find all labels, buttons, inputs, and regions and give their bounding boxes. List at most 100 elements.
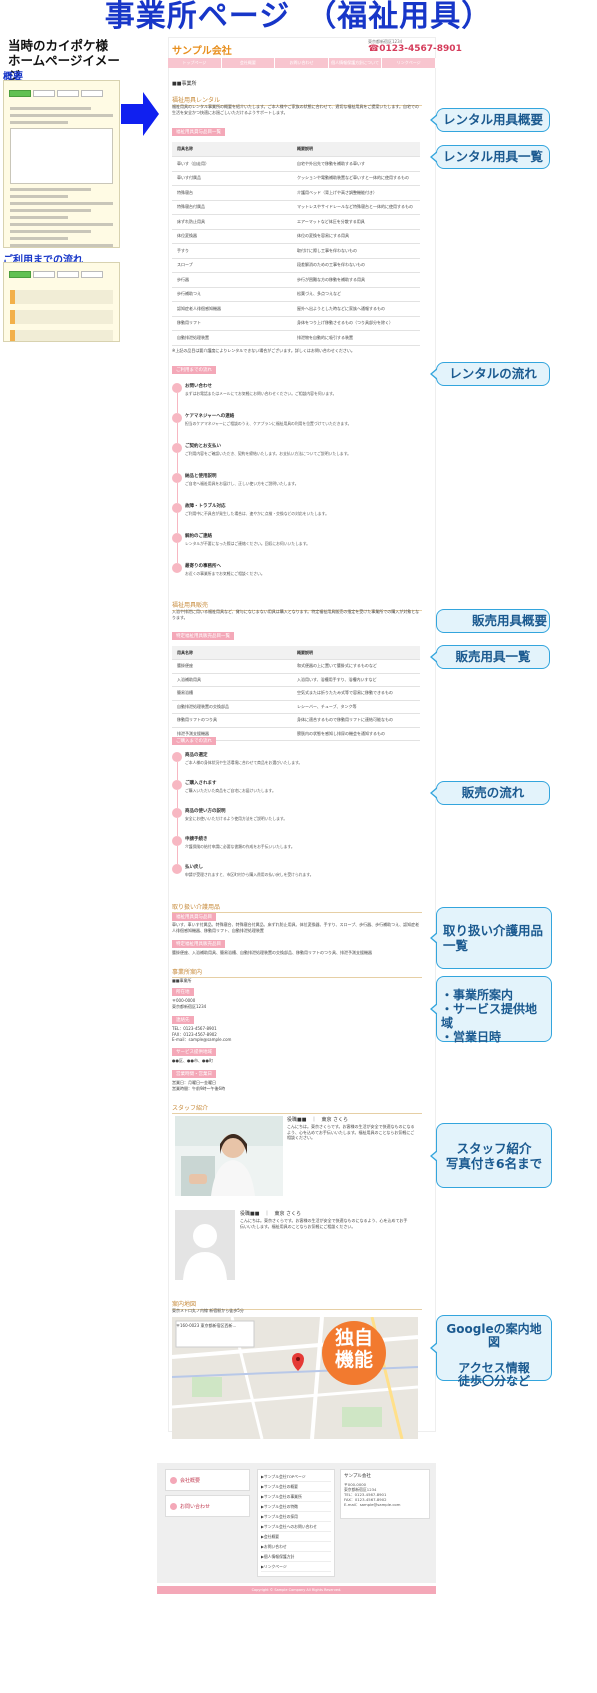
cell-desc: 身体に適合するもので移動用リフトに連結可能なもの	[292, 713, 420, 728]
staff2-name: 東京 さくら	[274, 1211, 302, 1217]
flow-step-desc: ご自宅へ福祉用具をお届けし、正しい使い方をご説明いたします。	[185, 481, 299, 486]
table-row: 床ずれ防止用具エアーマットなど体圧を分散する用具	[172, 214, 420, 230]
callout-sales-list: 販売用具一覧	[430, 645, 550, 669]
footer-link[interactable]: ▶サンプル会社の特徴	[261, 1502, 331, 1512]
office-name: ■■事業所	[172, 978, 192, 983]
footer-link[interactable]: ▶サンプル会社の事業所	[261, 1492, 331, 1502]
table-row: 歩行器歩行が困難な方の移動を補助する用具	[172, 272, 420, 288]
callout-handled-items: 取り扱い介護用品 一覧	[430, 907, 552, 969]
flow-step-desc: まずはお電話またはメールにてお気軽にお問い合わせください。ご相談内容を伺います。	[185, 391, 337, 396]
cell-desc: 歩行が困難な方の移動を補助する用具	[292, 272, 420, 288]
cell-desc: 概要説明	[292, 646, 420, 660]
footer-company-button[interactable]: 会社概要	[165, 1469, 250, 1491]
cell-name: 特殊寝台	[172, 185, 292, 201]
footer-links: ▶サンプル会社TOPページ▶サンプル会社の概要▶サンプル会社の事業所▶サンプル会…	[257, 1469, 335, 1577]
rental-flow-tag: ご利用までの流れ	[172, 366, 216, 374]
office-tag-contact: 連絡先	[172, 1016, 194, 1024]
footer-link[interactable]: ▶リンクページ	[261, 1562, 331, 1572]
footer-link[interactable]: ▶お問い合わせ	[261, 1542, 331, 1552]
handled-tag1: 福祉用具貸与品目	[172, 913, 216, 921]
footer-company-info: サンプル会社 〒000-0000 東京都新宿区1234 TEL：0123-456…	[340, 1469, 430, 1519]
sales-table: 用具名称概要説明腰掛便座和式便器の上に置いて腰掛式にするものなど入浴補助用具入浴…	[172, 646, 420, 741]
flow-step-title: 商品の選定	[185, 753, 208, 758]
staff-title: スタッフ紹介	[172, 1103, 422, 1114]
flow-connector	[176, 423, 178, 443]
nav-item[interactable]: リンクページ	[382, 58, 436, 68]
cell-name: 認知症老人徘徊感知機器	[172, 301, 292, 317]
handled-text1: 車いす、車いす付属品、特殊寝台、特殊寝台付属品、床ずれ防止用具、体位変換器、手す…	[172, 922, 420, 933]
handled-title: 取り扱い介護用品	[172, 902, 422, 913]
cell-name: 床ずれ防止用具	[172, 214, 292, 230]
flow-step-title: 申請手続き	[185, 837, 208, 842]
flow-step-desc: お近くの事業所までお気軽にご相談ください。	[185, 571, 265, 576]
breadcrumb: ■■事業所	[172, 81, 197, 87]
cell-desc: 体位の変換を容易にする用具	[292, 229, 420, 244]
office-address: 〒000-0000 東京都新宿区1234	[172, 998, 207, 1009]
footer-contact-button[interactable]: お問い合わせ	[165, 1495, 250, 1517]
step-circle-icon	[172, 383, 182, 393]
handled-text2: 腰掛便座、入浴補助用具、簡易浴槽、自動排泄処理装置の交換部品、移動用リフトのつり…	[172, 950, 372, 955]
site-logo[interactable]: サンプル会社	[172, 46, 232, 57]
table-row: 特殊寝台介護用ベッド（背上げや高さ調整機能付き）	[172, 185, 420, 201]
google-map[interactable]	[172, 1317, 418, 1439]
step-circle-icon	[172, 780, 182, 790]
flow-step-desc: レンタルが不要になった際はご連絡ください。回収にお伺いいたします。	[185, 541, 310, 546]
footer-link[interactable]: ▶サンプル会社の概要	[261, 1482, 331, 1492]
cell-name: 自動排泄処理装置の交換部品	[172, 700, 292, 714]
staff1-heading: 役職■■ ｜ 東京 さくら	[287, 1117, 349, 1123]
table-row: 入浴補助用具入浴用いす、浴槽用手すり、浴槽内いすなど	[172, 673, 420, 687]
cell-desc: 入浴用いす、浴槽用手すり、浴槽内いすなど	[292, 673, 420, 687]
page-title: 事業所ページ （福祉用具）	[104, 0, 493, 34]
site-nav: トップページ 会社概要 お問い合わせ 個人情報保護方針について リンクページ	[168, 58, 436, 68]
table-row: スロープ段差解消のための工事を伴わないもの	[172, 258, 420, 273]
callout-sales-overview: 販売用具概要	[436, 609, 550, 633]
nav-item[interactable]: 会社概要	[222, 58, 276, 68]
footer-link[interactable]: ▶サンプル会社へのお問い合わせ	[261, 1522, 331, 1532]
flow-step-desc: 担当のケアマネジャーにご相談のうえ、ケアプランに福祉用具の利用を位置づけていただ…	[185, 421, 352, 426]
step-circle-icon	[172, 413, 182, 423]
staff2-role: 役職■■	[240, 1211, 260, 1217]
callout-map: Googleの案内地図 アクセス情報 徒歩〇分など	[430, 1315, 552, 1388]
office-contact: TEL：0123-4567-8901 FAX：0123-4567-8902 E-…	[172, 1026, 232, 1042]
flow-step-desc: 申請が受理されますと、市区町村から購入費用の払い戻しを受けられます。	[185, 872, 314, 877]
cell-desc: 膀胱内の状態を感知し排尿の機会を通知するもの	[292, 727, 420, 741]
footer-link[interactable]: ▶サンプル会社TOPページ	[261, 1472, 331, 1482]
office-title: 事業所案内	[172, 967, 422, 978]
flow-connector	[176, 543, 178, 563]
left-caption: 当時のカイポケ様 ホームページイメージ	[8, 38, 120, 83]
sales-title: 福祉用具販売	[172, 600, 422, 611]
footer-link[interactable]: ▶個人情報保護方針	[261, 1552, 331, 1562]
callout-staff: スタッフ紹介 写真付き6名まで	[430, 1123, 552, 1188]
cell-name: 体位変換器	[172, 229, 292, 244]
flow-connector	[176, 393, 178, 413]
staff1-desc: こんにちは。東京さくらです。お客様の生活が安全で快適なものになるよう、心を込めて…	[287, 1124, 415, 1140]
footer-link[interactable]: ▶会社概要	[261, 1532, 331, 1542]
footer-link[interactable]: ▶サンプル会社の採用	[261, 1512, 331, 1522]
sales-flow-tag: ご購入までの流れ	[172, 737, 216, 745]
step-circle-icon	[172, 864, 182, 874]
sales-desc: 入浴や排泄に用いる福祉用具など、貸与になじまない用具は購入となります。特定福祉用…	[172, 609, 420, 620]
nav-item[interactable]: トップページ	[168, 58, 222, 68]
flow-connector	[176, 483, 178, 503]
flow-step-desc: ご本人様の身体状況や生活環境に合わせて商品をお選びいたします。	[185, 760, 303, 765]
map-title: 案内地図	[172, 1299, 422, 1310]
cell-name: 移動用リフトのつり具	[172, 713, 292, 728]
footer-company-details: 〒000-0000 東京都新宿区1234 TEL：0123-4567-8901 …	[344, 1482, 401, 1507]
nav-item[interactable]: 個人情報保護方針について	[329, 58, 383, 68]
rental-note: ※上記の品目は要介護度によりレンタルできない場合がございます。詳しくはお問い合わ…	[172, 348, 355, 353]
cell-desc: 介護用ベッド（背上げや高さ調整機能付き）	[292, 185, 420, 201]
nav-item[interactable]: お問い合わせ	[275, 58, 329, 68]
office-area: ●●区、●●市、●●町	[172, 1058, 213, 1063]
overview-label: 概要	[3, 72, 23, 83]
flow-step-title: 最寄りの事務所へ	[185, 564, 221, 569]
table-row: 移動用リフトのつり具身体に適合するもので移動用リフトに連結可能なもの	[172, 713, 420, 728]
table-row: 車いす付属品クッションや電動補助装置など車いすと一体的に使用するもの	[172, 171, 420, 186]
table-row: 簡易浴槽空気式または折りたたみ式等で容易に移動できるもの	[172, 686, 420, 701]
flow-step-title: ご契約とお支払い	[185, 444, 221, 449]
cell-desc: 空気式または折りたたみ式等で容易に移動できるもの	[292, 686, 420, 701]
table-row: 排泄予測支援機器膀胱内の状態を感知し排尿の機会を通知するもの	[172, 727, 420, 741]
office-tag-hours: 営業時間・営業日	[172, 1070, 216, 1078]
step-circle-icon	[172, 443, 182, 453]
flow-step-desc: ご利用内容をご確認いただき、契約を締結いたします。お支払い方法についてご説明いた…	[185, 451, 351, 456]
flow-connector	[176, 790, 178, 808]
